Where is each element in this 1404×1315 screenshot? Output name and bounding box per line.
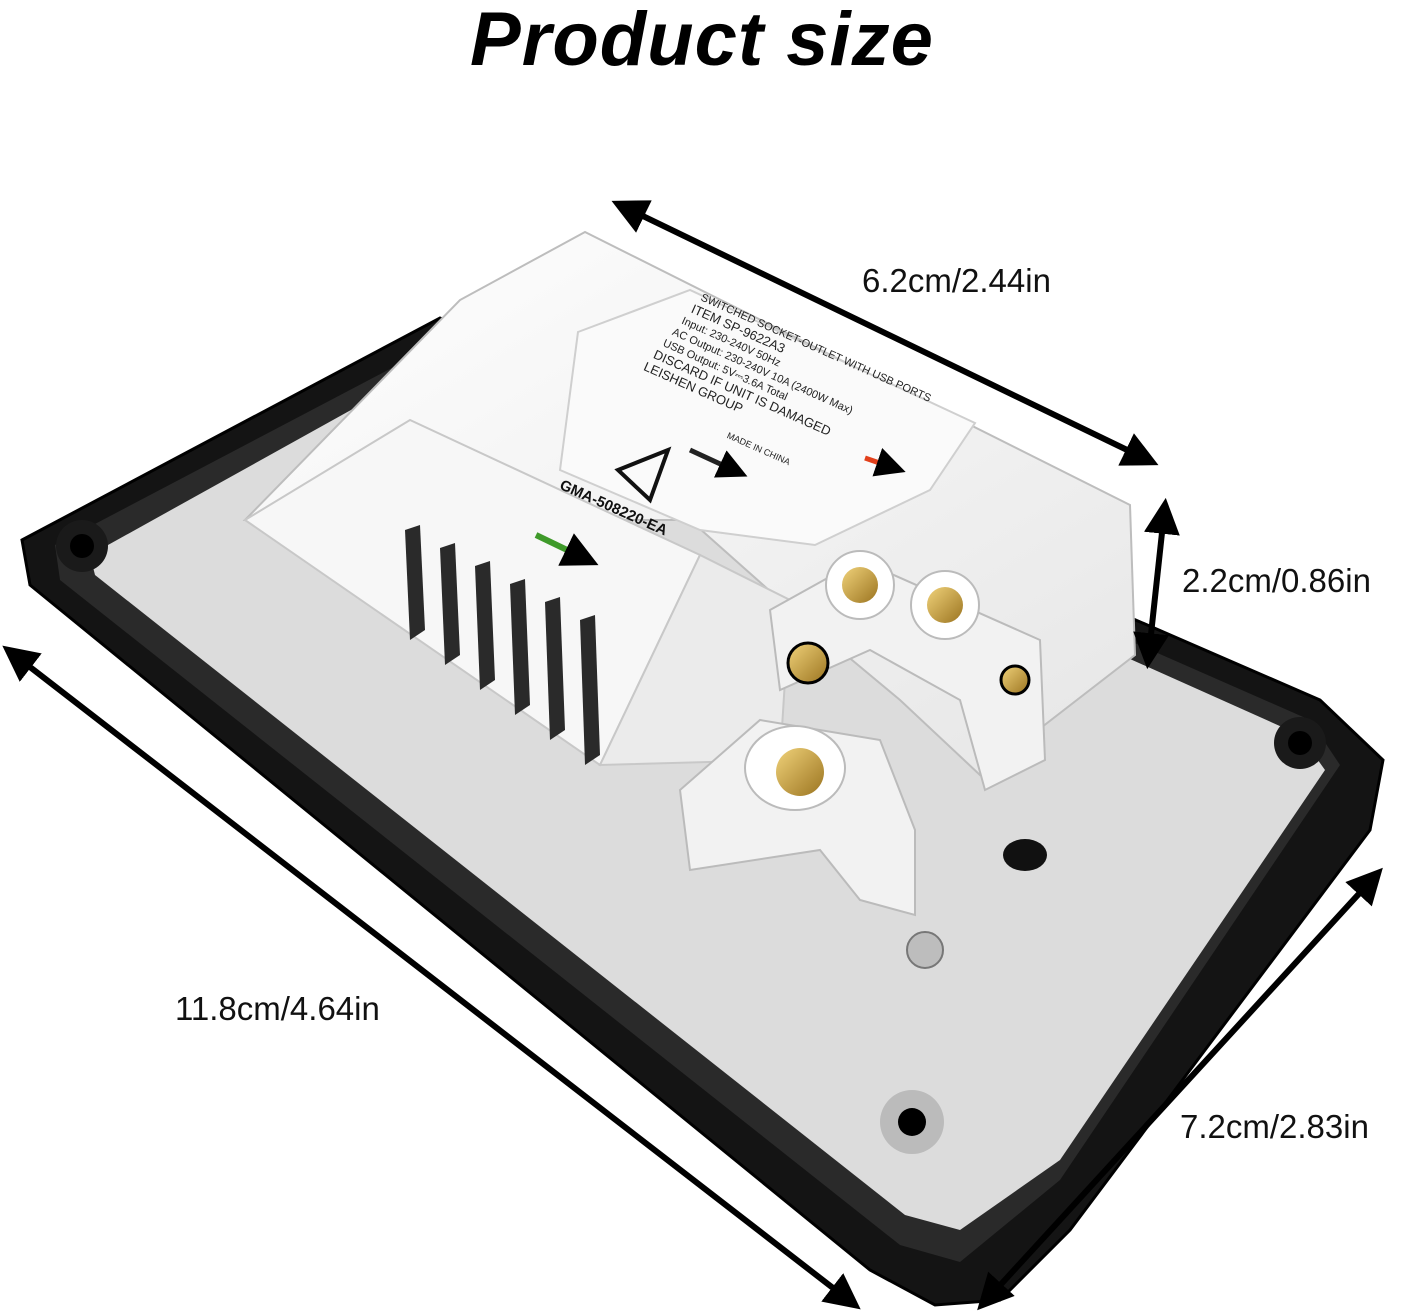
terminal-block-top — [768, 550, 1047, 792]
screw-hole-bottom — [880, 1090, 944, 1154]
screw-hole-right — [1274, 717, 1326, 769]
mounting-hole — [906, 839, 1047, 969]
dimension-label-length: 11.8cm/4.64in — [175, 990, 380, 1027]
screw-hole-left — [56, 520, 108, 572]
dimension-label-width: 7.2cm/2.83in — [1180, 1108, 1369, 1145]
dimension-label-top: 6.2cm/2.44in — [862, 262, 1051, 299]
dimension-arrow-top — [611, 200, 1159, 466]
dimension-arrow-height — [1133, 497, 1180, 670]
dimension-arrow-length — [2, 645, 861, 1310]
green-arrow-icon — [534, 532, 599, 566]
dimension-label-height: 2.2cm/0.86in — [1182, 562, 1371, 599]
page-title: Product size — [470, 0, 934, 82]
dimension-arrows — [2, 200, 1383, 1311]
dimension-arrow-width — [977, 867, 1383, 1311]
